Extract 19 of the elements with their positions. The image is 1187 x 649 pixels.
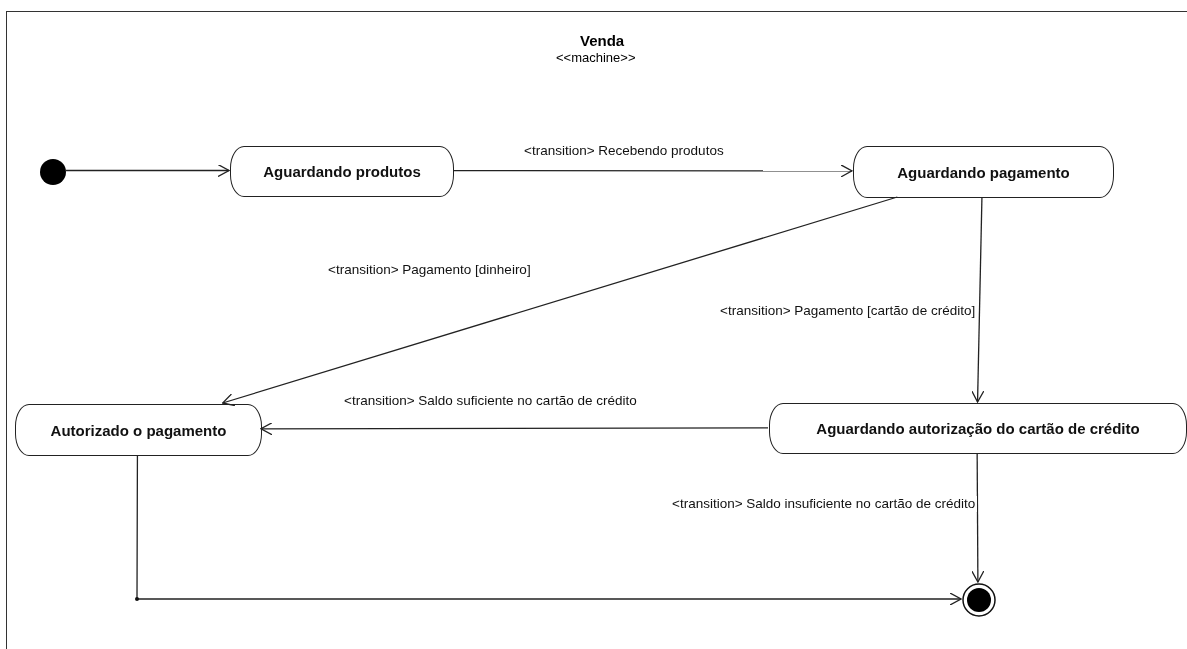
transition-arrow: [135, 454, 962, 605]
transition-label: <transition> Pagamento [cartão de crédito]: [718, 303, 978, 319]
initial-state: [40, 158, 66, 185]
final-state: [962, 583, 996, 617]
transition-label: <transition> Pagamento [dinheiro]: [326, 262, 533, 278]
machine-title: Venda: [580, 32, 625, 49]
state-box: Autorizado o pagamento: [15, 404, 262, 456]
transition-arrow: [64, 163, 230, 178]
state-box: Aguardando produtos: [230, 146, 454, 197]
transition-arrow: [971, 452, 985, 583]
state-box: Aguardando autorização do cartão de crédito: [769, 403, 1187, 454]
transition-arrow: [971, 196, 985, 403]
transition-arrow: [222, 196, 898, 407]
transition-label: <transition> Saldo insuficiente no cartão de crédito: [670, 496, 978, 512]
stereotype-label: <<machine>>: [556, 50, 636, 65]
transition-arrow: [260, 422, 769, 436]
state-box: Aguardando pagamento: [853, 146, 1114, 198]
transition-label: <transition> Recebendo produtos: [522, 143, 726, 159]
transition-arrow: [452, 164, 853, 178]
